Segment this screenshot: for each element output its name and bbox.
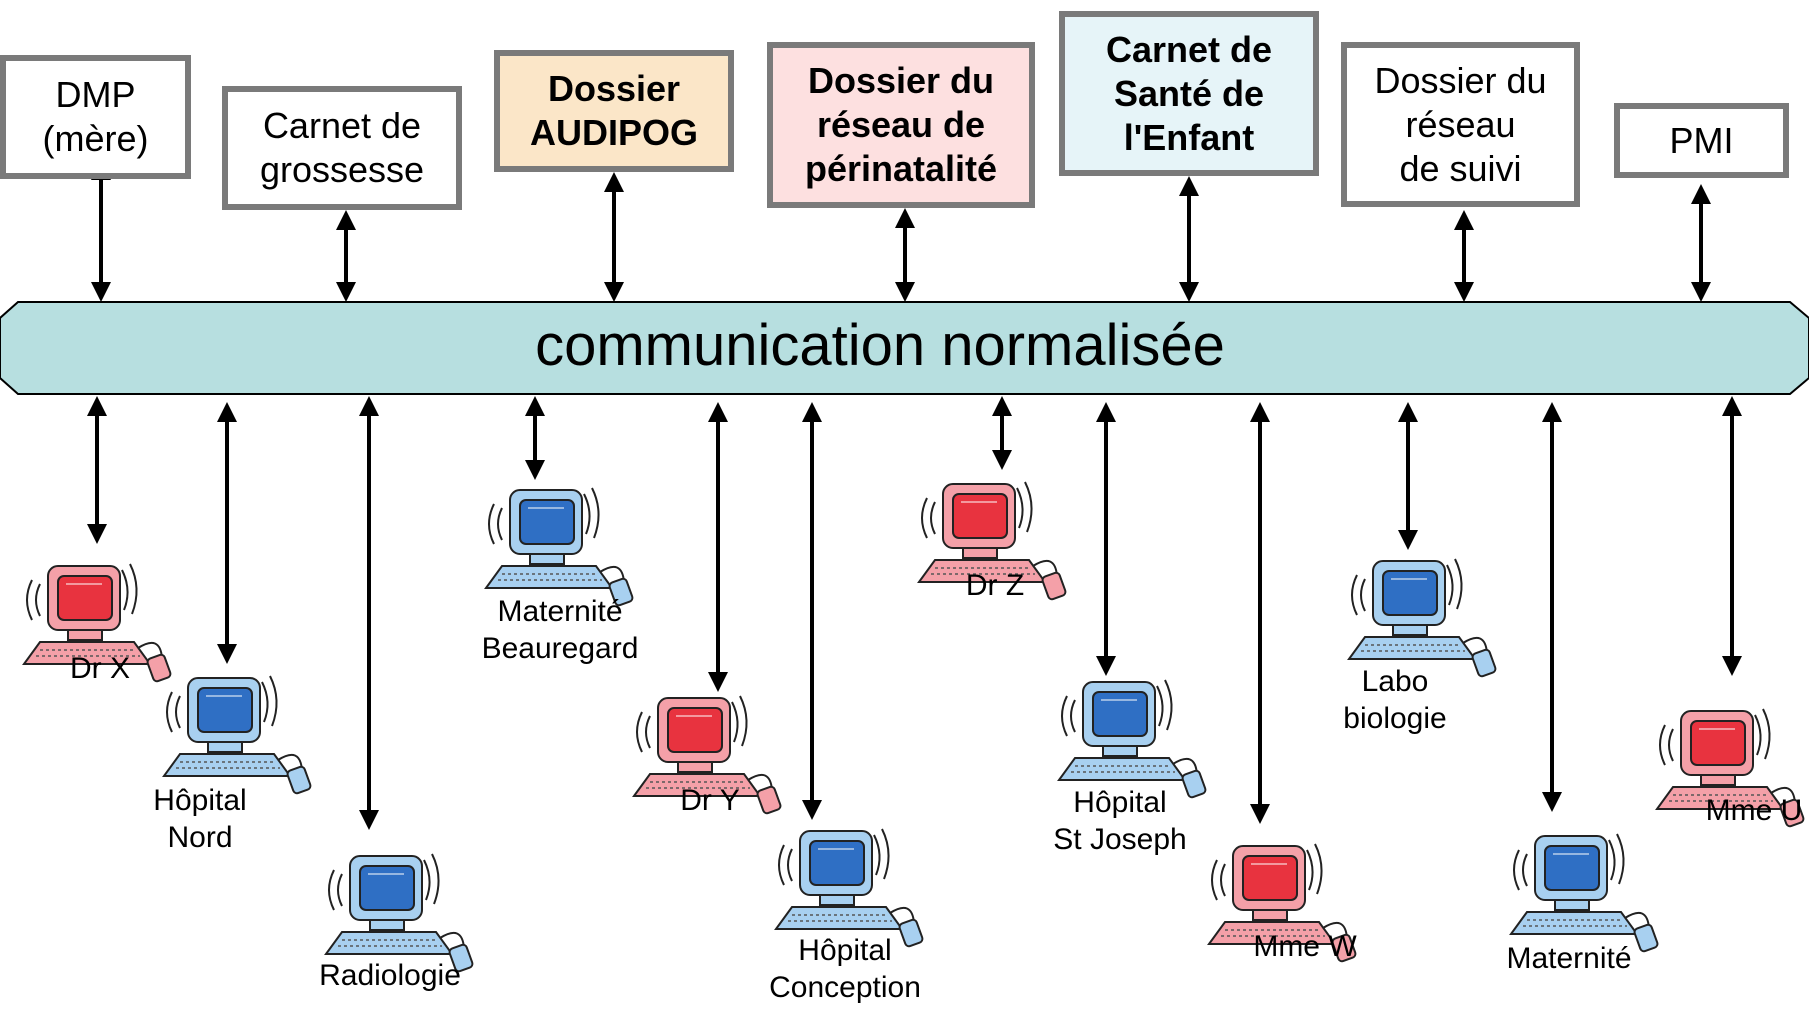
label-mme-u: Mme U: [1705, 794, 1803, 827]
computer-icon-dr-z: [917, 481, 1067, 601]
computer-icon-mme-u: [1655, 708, 1805, 828]
computer-icon-mme-w: [1207, 843, 1357, 963]
label-radiologie: Radiologie: [319, 959, 461, 992]
label-hopital-conception: Hôpital Conception: [769, 934, 921, 1004]
label-maternite-beauregard: Maternité Beauregard: [481, 595, 639, 665]
bus-label: communication normalisée: [535, 313, 1225, 378]
computer-icon-dr-y: [632, 695, 782, 815]
computer-icon-maternite: [1509, 833, 1659, 953]
computer-icon-hopital-st-joseph: [1057, 679, 1207, 799]
label-dr-x: Dr X: [70, 652, 130, 685]
label-hopital-st-joseph: Hôpital St Joseph: [1053, 786, 1187, 856]
computer-icon-dr-x: [22, 563, 172, 683]
label-labo-biologie: Labo biologie: [1343, 665, 1447, 735]
label-mme-w: Mme W: [1253, 930, 1357, 963]
computer-icons: [22, 481, 1805, 973]
computer-icon-labo-biologie: [1347, 558, 1497, 678]
computer-icon-hopital-nord: [162, 675, 312, 795]
box-dmp: DMP (mère): [0, 55, 191, 179]
computer-icon-hopital-conception: [774, 828, 924, 948]
box-pmi: PMI: [1614, 103, 1789, 178]
computer-icon-radiologie: [324, 853, 474, 973]
label-dr-z: Dr Z: [965, 569, 1025, 602]
computer-icon-maternite-beauregard: [484, 487, 634, 607]
label-maternite: Maternité: [1506, 942, 1632, 975]
box-reseau-suivi: Dossier du réseau de suivi: [1341, 42, 1580, 207]
box-perinatalite: Dossier du réseau de périnatalité: [767, 42, 1035, 208]
box-audipog: Dossier AUDIPOG: [494, 50, 734, 172]
communication-bus: [0, 301, 1809, 395]
label-dr-y: Dr Y: [680, 784, 740, 817]
box-carnet-enfant: Carnet de Santé de l'Enfant: [1059, 11, 1319, 176]
label-hopital-nord: Hôpital Nord: [153, 784, 247, 854]
box-carnet-grossesse: Carnet de grossesse: [222, 86, 462, 210]
connector-arrows: [87, 160, 1742, 830]
